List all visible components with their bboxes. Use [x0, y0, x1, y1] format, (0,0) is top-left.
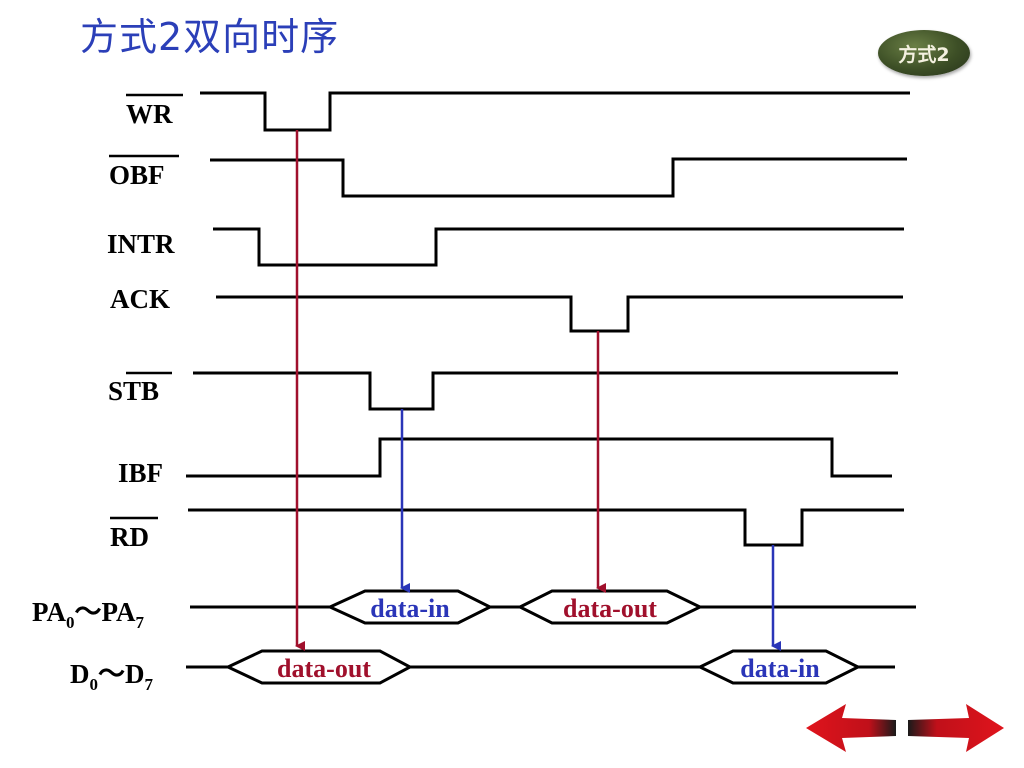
- label-ack: ACK: [110, 284, 170, 314]
- d-data-out-label: data-out: [277, 654, 371, 683]
- pa-data-in-label: data-in: [370, 594, 450, 623]
- right-arrow-icon: [908, 704, 1004, 752]
- mode2-badge-button[interactable]: 方式2: [878, 30, 970, 76]
- label-obf: OBF: [109, 154, 179, 190]
- label-stb: STB: [108, 371, 172, 406]
- label-wr: WR: [126, 93, 183, 129]
- pa-data-out-label: data-out: [563, 594, 657, 623]
- label-intr: INTR: [107, 229, 175, 259]
- label-pa-bus: PA0～PA7: [32, 597, 145, 632]
- slide-title: 方式2双向时序: [80, 15, 340, 59]
- label-d-bus: D0～D7: [70, 659, 154, 694]
- label-rd: RD: [110, 516, 158, 552]
- waveform-intr: [213, 227, 904, 267]
- waveform-wr: [200, 91, 910, 132]
- label-obf-text: OBF: [109, 160, 165, 190]
- label-ibf: IBF: [118, 458, 163, 488]
- label-stb-text: STB: [108, 376, 159, 406]
- waveform-obf: [210, 157, 907, 198]
- waveform-rd: [188, 508, 904, 547]
- left-arrow-icon: [806, 704, 896, 752]
- label-rd-text: RD: [110, 522, 149, 552]
- waveform-ack: [216, 295, 903, 333]
- back-nav-button[interactable]: [806, 704, 896, 752]
- waveform-stb: [193, 371, 898, 411]
- forward-nav-button[interactable]: [908, 704, 1004, 752]
- d-data-in-label: data-in: [740, 654, 820, 683]
- waveform-ibf: [186, 437, 892, 478]
- label-wr-text: WR: [126, 99, 173, 129]
